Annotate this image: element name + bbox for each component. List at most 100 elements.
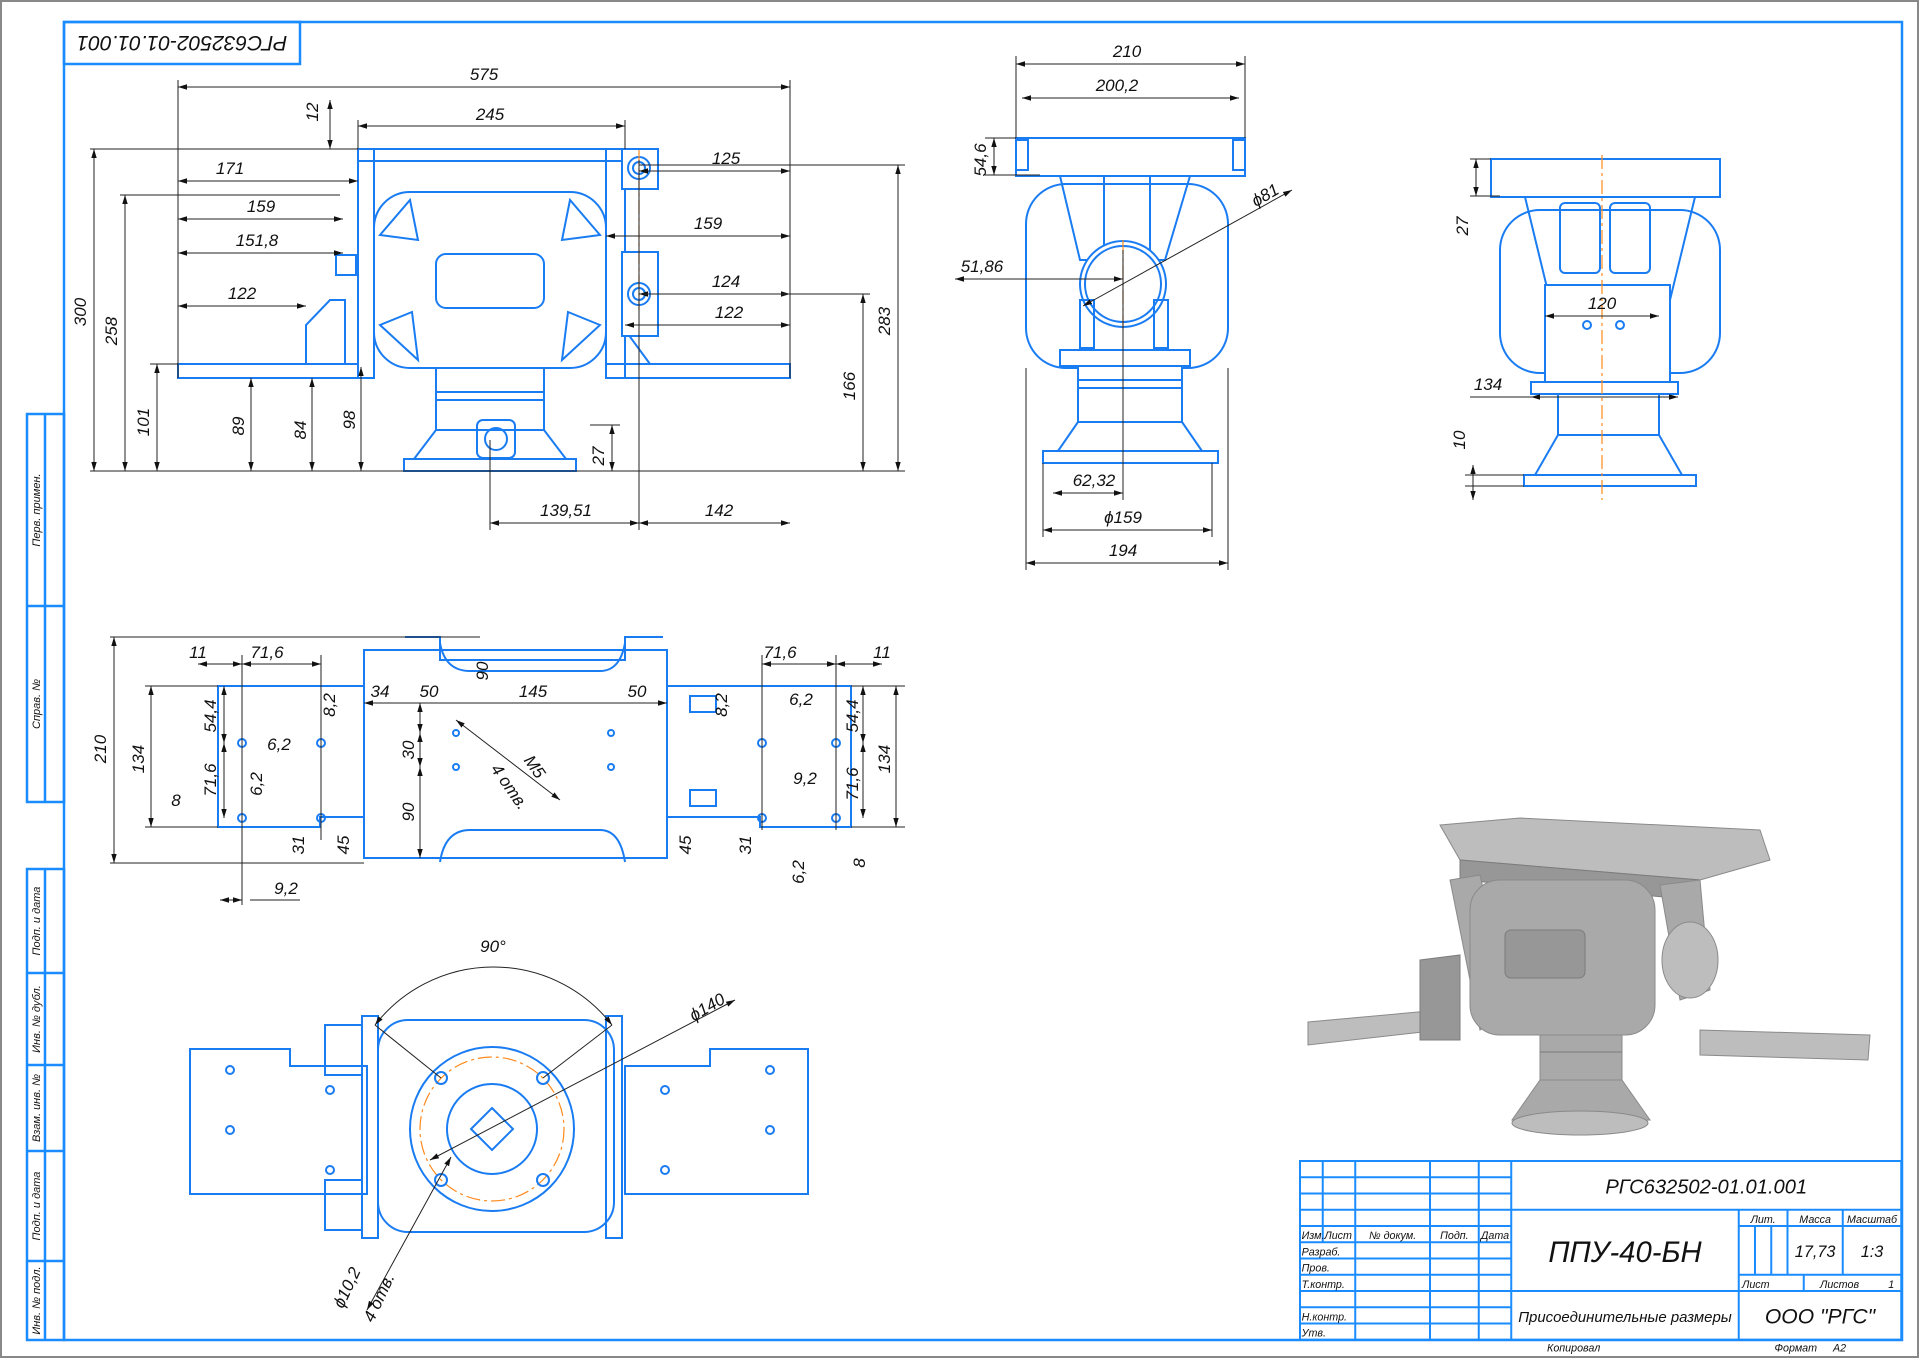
dimension-label: 159 — [694, 214, 723, 233]
dimension-label: 27 — [589, 446, 608, 466]
side-strip-label: Подп. и дата — [31, 887, 43, 956]
header-sheet: Лист — [1741, 1279, 1770, 1291]
scale-value: 1:3 — [1861, 1243, 1884, 1261]
dimension-label: 50 — [628, 682, 647, 701]
dimension-label: 12 — [303, 102, 322, 121]
dimension-label: 84 — [291, 421, 310, 440]
side-strip-label: Инв. № подл. — [31, 1266, 43, 1334]
inverted-designation: РГС632502-01.01.001 — [77, 31, 287, 54]
dimension-label: 134 — [875, 745, 894, 773]
dimension-label: 90 — [473, 661, 492, 680]
dimension-label: 6,2 — [789, 860, 808, 884]
role-tech-control: Т.контр. — [1302, 1279, 1345, 1291]
dimension-label: 54,4 — [843, 699, 862, 732]
side-strip-label: Перв. примен. — [31, 473, 43, 546]
front-view — [177, 148, 791, 472]
dimension-label: 124 — [712, 272, 740, 291]
dimension-label: 283 — [875, 306, 894, 336]
dimension-label: 71,6 — [843, 767, 862, 801]
role-checker: Пров. — [1302, 1263, 1330, 1275]
header-sign: Подп. — [1440, 1230, 1469, 1242]
header-doc-no: № докум. — [1369, 1230, 1416, 1242]
organization: ООО "РГС" — [1765, 1306, 1877, 1329]
dimension-label: 6,2 — [267, 735, 291, 754]
format-label: Формат — [1775, 1342, 1818, 1354]
dimension-label: 10 — [1450, 430, 1469, 449]
dimension-lines — [90, 56, 1678, 1311]
dimension-label: 45 — [676, 835, 695, 854]
dimension-label: 210 — [91, 734, 110, 764]
side-strip-label: Инв. № дубл. — [31, 985, 43, 1053]
dimension-label: ϕ159 — [1104, 508, 1142, 527]
header-lit: Лит. — [1750, 1214, 1776, 1226]
dimension-label: 122 — [228, 284, 257, 303]
dimension-label: 71,6 — [201, 763, 220, 797]
dimension-label: 90 — [399, 802, 418, 821]
dimension-label: 575 — [470, 65, 499, 84]
dimension-label: 122 — [715, 303, 744, 322]
dimension-label: 134 — [1474, 375, 1502, 394]
dimension-label: 71,6 — [763, 643, 797, 662]
dimension-label: 98 — [340, 410, 359, 429]
isometric-render — [1307, 817, 1871, 1136]
dimension-label: 90° — [480, 937, 506, 956]
header-sheets: Листов — [1819, 1279, 1859, 1291]
dimension-line — [366, 1156, 452, 1311]
dimension-label: 134 — [129, 745, 148, 773]
side-strip-label: Подп. и дата — [31, 1172, 43, 1241]
dimension-label: 151,8 — [236, 231, 279, 250]
role-norm-control: Н.контр. — [1302, 1311, 1347, 1323]
motor-housing — [373, 191, 607, 369]
dimension-label: 101 — [134, 408, 153, 436]
dimension-label: 51,86 — [961, 257, 1004, 276]
dimension-label: 300 — [71, 297, 90, 326]
document-title: Присоединительные размеры — [1518, 1309, 1732, 1326]
dimension-label: 125 — [712, 149, 741, 168]
dimension-label: 200,2 — [1095, 76, 1139, 95]
dimension-label: 9,2 — [793, 769, 817, 788]
top-plate — [1015, 137, 1246, 177]
inverted-stamp: РГС632502-01.01.001 — [62, 20, 302, 66]
dimension-label: 54,6 — [971, 143, 990, 177]
dimension-label: 50 — [420, 682, 439, 701]
dimension-label: 45 — [334, 835, 353, 854]
dimension-label: 54,4 — [201, 699, 220, 732]
dimension-label: 6,2 — [247, 772, 266, 796]
product-name: ППУ-40-БН — [1548, 1237, 1702, 1269]
dimension-label: 258 — [102, 316, 121, 346]
dimension-label: 142 — [705, 501, 734, 520]
designation: РГС632502-01.01.001 — [1605, 1177, 1807, 1199]
dimension-label: 210 — [1112, 42, 1142, 61]
title-block-grid — [1300, 1161, 1901, 1340]
dimension-label: 89 — [229, 416, 248, 435]
dimension-label: 171 — [216, 159, 244, 178]
header-list: Лист — [1323, 1230, 1352, 1242]
dimension-label: 194 — [1109, 541, 1137, 560]
header-mass: Масса — [1799, 1214, 1831, 1226]
header-scale: Масштаб — [1847, 1214, 1898, 1226]
dimension-label: 8,2 — [712, 693, 731, 717]
rear-view — [1490, 155, 1721, 500]
dimension-line — [1082, 189, 1293, 307]
mass-value: 17,73 — [1795, 1243, 1836, 1261]
dimension-label: 8,2 — [320, 693, 339, 717]
dimension-label: 6,2 — [789, 690, 813, 709]
role-developer: Разраб. — [1302, 1246, 1341, 1258]
dimension-label: 139,51 — [540, 501, 592, 520]
dimension-label: 245 — [475, 105, 505, 124]
dimension-label: 71,6 — [250, 643, 284, 662]
side-strip-label: Взам. инв. № — [31, 1074, 43, 1142]
dimension-label: 9,2 — [274, 879, 298, 898]
base-plate — [1042, 450, 1219, 464]
dimension-label: 8 — [171, 791, 181, 810]
dimension-label: 31 — [736, 836, 755, 855]
header-izm: Изм. — [1302, 1230, 1325, 1242]
dimension-line — [429, 999, 736, 1161]
dimension-label: 62,32 — [1073, 471, 1116, 490]
dimension-label: 120 — [1588, 294, 1617, 313]
left-arm-bottom — [189, 1048, 368, 1195]
copied-label: Копировал — [1547, 1342, 1600, 1354]
dimension-label: 145 — [519, 682, 548, 701]
